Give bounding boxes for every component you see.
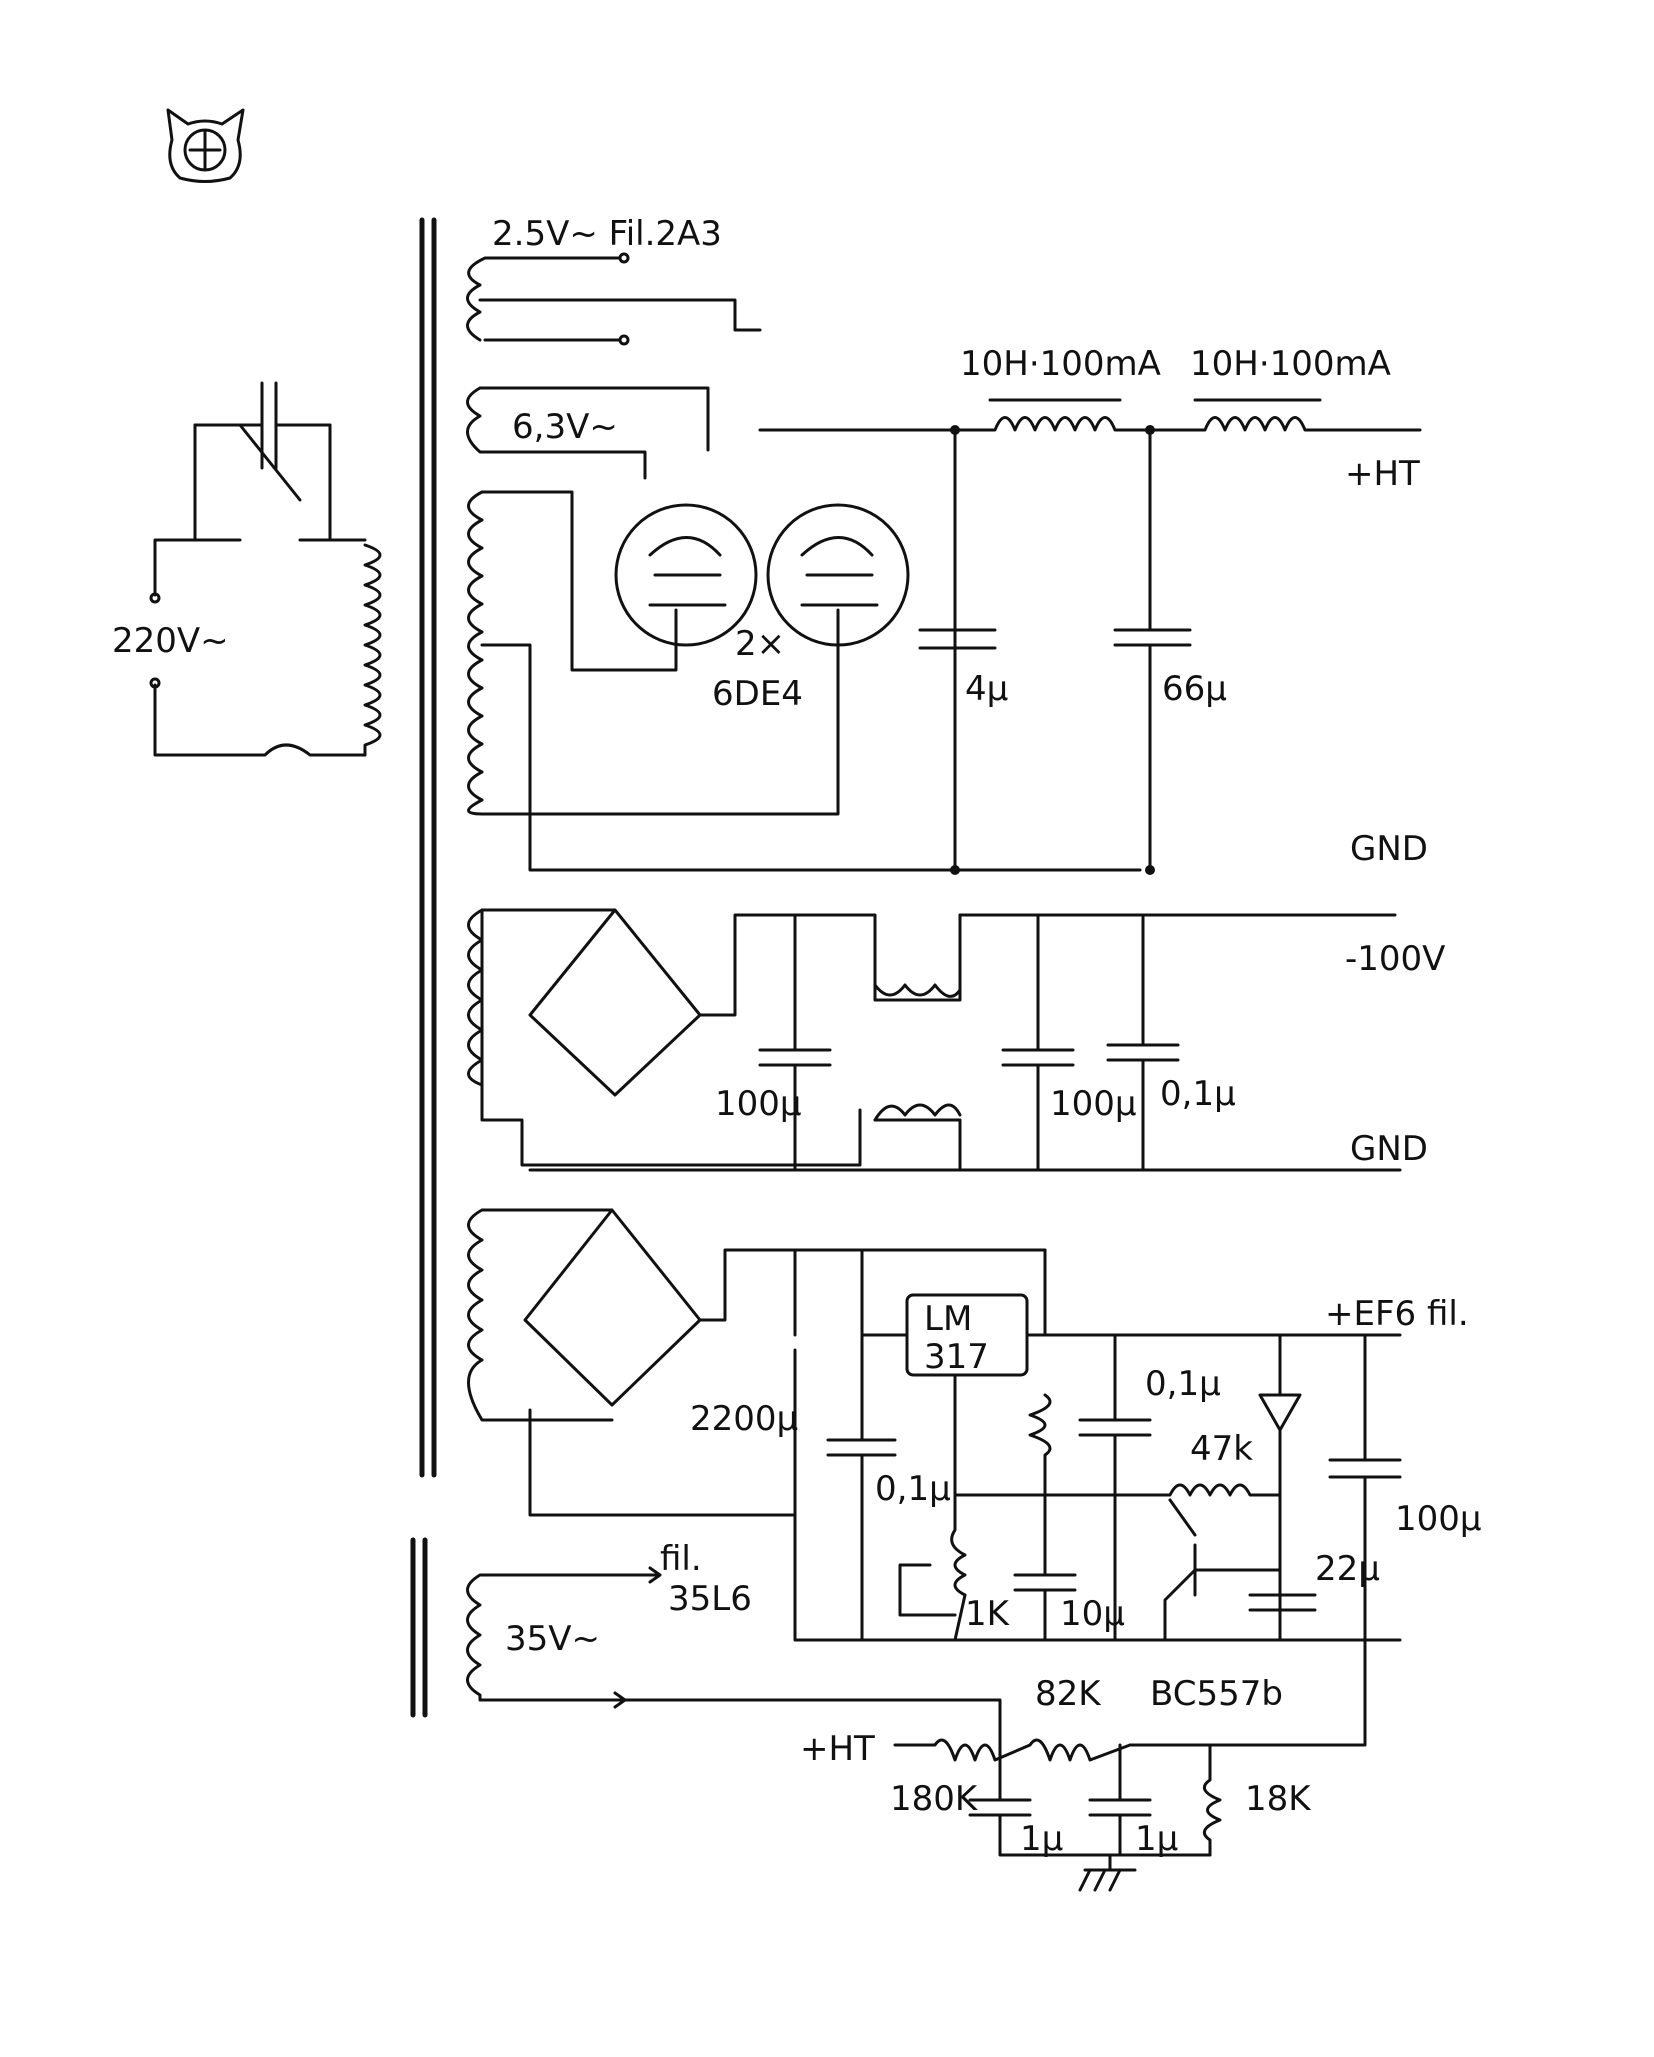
rectifier-count-label: 2× — [735, 624, 785, 664]
capacitor-66u-label: 66µ — [1162, 669, 1227, 709]
capacitor-1u-b-label: 1µ — [1135, 1819, 1178, 1859]
ground-symbol-icon — [1078, 1853, 1137, 1892]
capacitor-4u-label: 4µ — [965, 669, 1008, 709]
filament-2a3-label: 2.5V~ Fil.2A3 — [492, 214, 722, 254]
filament-35l6-winding — [466, 1566, 1002, 1752]
transformer-core — [410, 217, 437, 1718]
resistor-47k-label: 47k — [1190, 1429, 1253, 1469]
resistor-180k-label: 180K — [890, 1779, 979, 1819]
ht-output-label: +HT — [1345, 454, 1420, 494]
heater-6v3-label: 6,3V~ — [512, 407, 618, 447]
mains-input-section — [149, 381, 382, 757]
capacitor-10u-label: 10µ — [1060, 1594, 1125, 1634]
capacitor-01u-b-label: 0,1µ — [875, 1469, 951, 1509]
rectifier-tube-right — [766, 503, 910, 647]
capacitor-01u-a-label: 0,1µ — [1160, 1074, 1236, 1114]
capacitor-100u-b-label: 100µ — [1050, 1084, 1137, 1124]
capacitor-22u-label: 22µ — [1315, 1549, 1380, 1589]
choke-1-icon — [953, 398, 1152, 432]
resistor-18k-label: 18K — [1245, 1779, 1312, 1819]
fil-35l6-label-1: fil. — [660, 1539, 702, 1579]
heater-6v3-winding — [466, 386, 710, 480]
capacitor-100u-c-label: 100µ — [1395, 1499, 1482, 1539]
capacitor-100u-a-label: 100µ — [715, 1084, 802, 1124]
rectifier-type-label: 6DE4 — [712, 674, 803, 714]
capacitor-4u — [918, 428, 997, 872]
regulator-section — [467, 1208, 1402, 1747]
capacitor-66u — [1113, 428, 1192, 872]
cat-head-logo-icon — [166, 108, 245, 183]
resistor-82k-label: 82K — [1035, 1674, 1102, 1714]
divider-section — [893, 1738, 1222, 1857]
lm317-label-line1: LM — [924, 1299, 972, 1339]
capacitor-1u-a-label: 1µ — [1020, 1819, 1063, 1859]
gnd-label-2: GND — [1350, 1129, 1428, 1169]
ht-input-label: +HT — [800, 1729, 875, 1769]
ef6-label: +EF6 fil. — [1325, 1294, 1469, 1334]
lm317-label-line2: 317 — [924, 1337, 989, 1377]
choke-2-icon — [1148, 398, 1422, 432]
negative-supply-section — [467, 908, 1402, 1172]
fil-35l6-label-2: 35L6 — [668, 1579, 752, 1619]
choke-2-label: 10H·100mA — [1190, 344, 1391, 384]
filament-2a3-winding — [466, 252, 762, 346]
pot-1k-label: 1K — [965, 1594, 1011, 1634]
capacitor-01u-c-label: 0,1µ — [1145, 1364, 1221, 1404]
ht-bus — [758, 428, 957, 872]
high-voltage-winding — [467, 490, 1142, 872]
voltage-35v-label: 35V~ — [505, 1619, 600, 1659]
rectifier-tube-left — [614, 503, 758, 647]
capacitor-2200u-label: 2200µ — [690, 1399, 798, 1439]
transistor-label: BC557b — [1150, 1674, 1283, 1714]
gnd-label-1: GND — [1350, 829, 1428, 869]
neg-100v-label: -100V — [1345, 939, 1445, 979]
mains-voltage-label: 220V~ — [112, 621, 229, 661]
choke-1-label: 10H·100mA — [960, 344, 1161, 384]
